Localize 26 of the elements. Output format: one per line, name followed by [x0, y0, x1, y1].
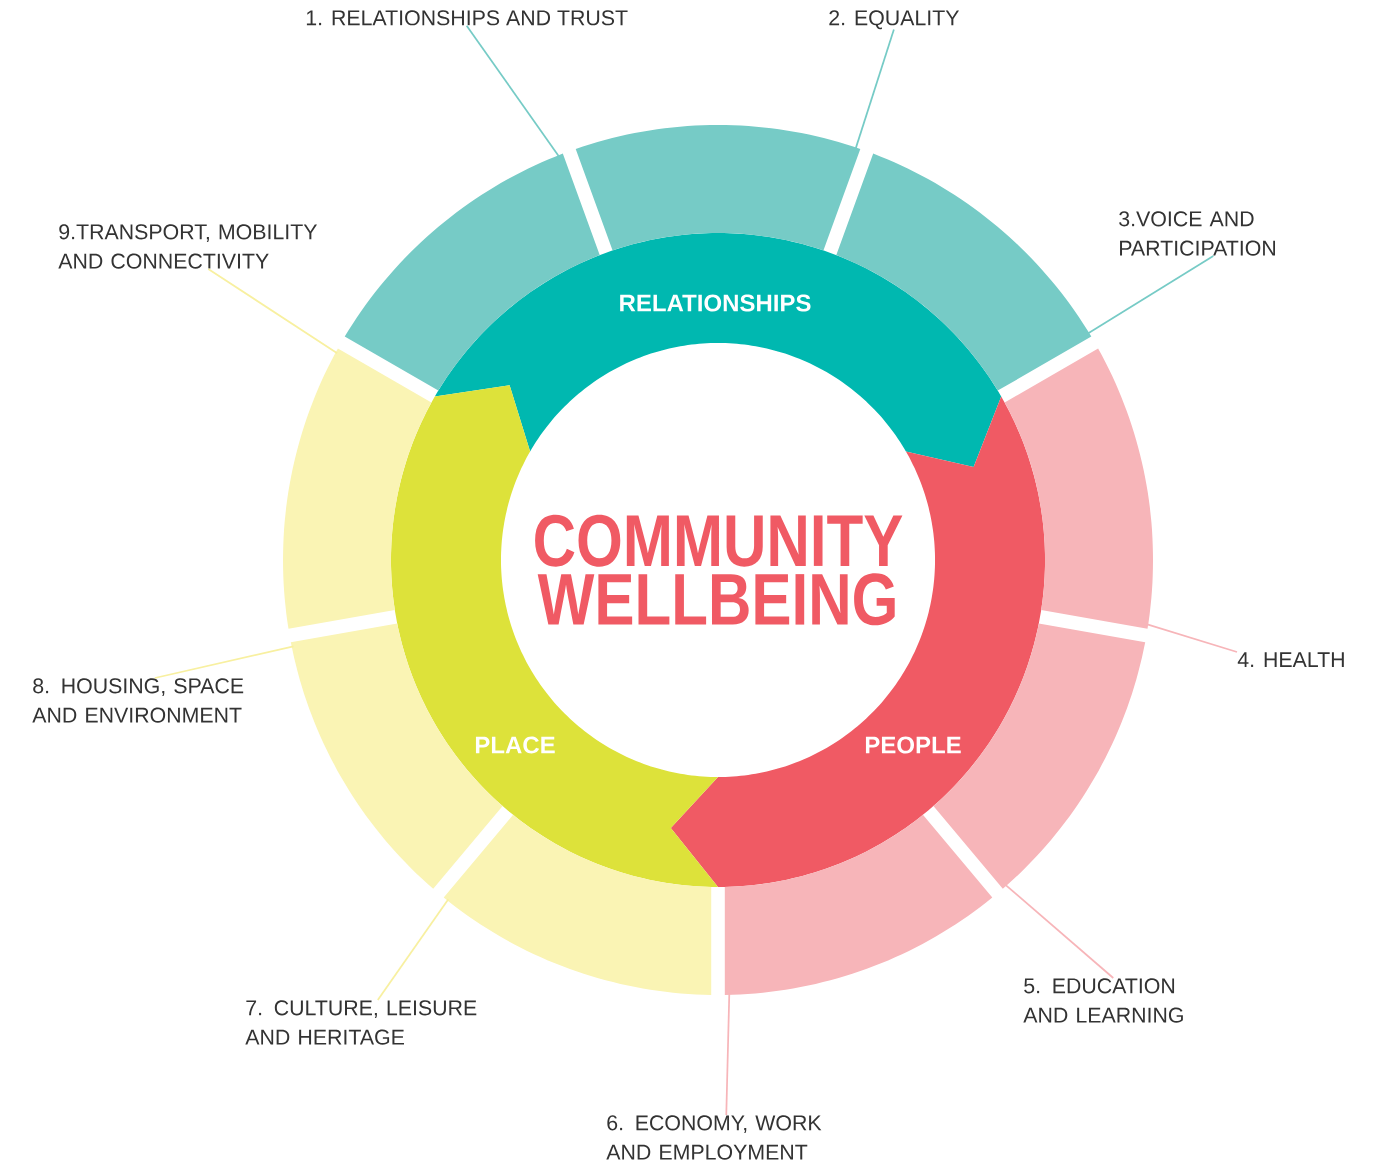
category-label: 7. CULTURE, LEISURE AND HERITAGE — [245, 1000, 477, 1045]
ring-segment — [1004, 348, 1153, 629]
leader-line — [1004, 883, 1115, 979]
ring-segment — [443, 814, 712, 995]
ring-segment — [724, 814, 993, 995]
leader-line — [1145, 623, 1238, 653]
category-label: 6. ECONOMY, WORK AND EMPLOYMENT — [606, 1115, 822, 1160]
ring-segment — [344, 153, 600, 391]
leader-line — [854, 28, 895, 150]
leader-line — [376, 898, 450, 1001]
ring-segment — [283, 348, 432, 629]
ring-segment — [836, 153, 1092, 391]
category-label: 1. RELATIONSHIPS AND TRUST — [306, 10, 628, 26]
leader-line — [725, 992, 731, 1116]
category-label: 9.TRANSPORT, MOBILITY AND CONNECTIVITY — [58, 224, 317, 269]
category-label: 4. HEALTH — [1237, 652, 1344, 667]
ring-segment — [575, 125, 861, 251]
leader-line — [465, 24, 560, 158]
leader-line — [1086, 255, 1215, 335]
leader-line — [153, 645, 295, 679]
category-label: 5. EDUCATION AND LEARNING — [1023, 978, 1183, 1023]
ring-sector: RELATIONSHIPS — [434, 233, 1002, 467]
category-label: 2. EQUALITY — [829, 10, 959, 30]
category-label: 8. HOUSING, SPACE AND ENVIRONMENT — [32, 678, 244, 723]
leader-line — [207, 268, 339, 355]
category-label: 3.VOICE AND PARTICIPATION — [1119, 211, 1275, 256]
